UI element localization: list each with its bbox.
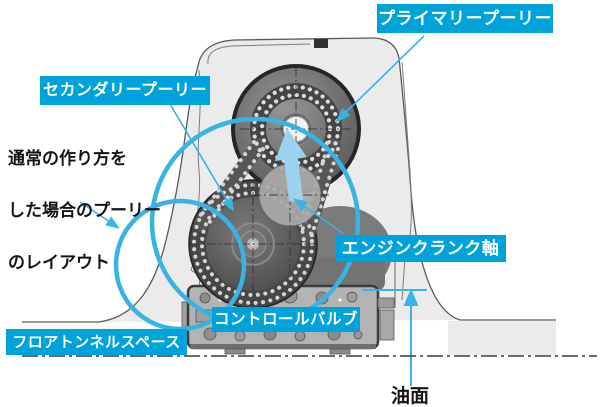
up-arrow-icon (275, 128, 307, 202)
layout-note-line1: 通常の作り方を (8, 149, 127, 168)
label-primary-pulley: プライマリープーリー (377, 4, 553, 33)
oil-level-note: 油面 (391, 386, 430, 407)
oil-level-marker (362, 288, 427, 386)
oil-arrow-icon (403, 288, 419, 306)
leader-lines (79, 35, 425, 235)
layout-note-line3: のレイアウト (8, 253, 110, 272)
layout-note: 通常の作り方を した場合のプーリー のレイアウト (8, 120, 161, 302)
label-secondary-pulley: セカンダリープーリー (40, 76, 210, 105)
layout-note-line2: した場合のプーリー (8, 201, 161, 220)
floor-pan-strip (448, 321, 556, 355)
label-floor-tunnel: フロアトンネルスペース (6, 329, 187, 355)
tunnel-outline (22, 37, 556, 323)
label-control-valve: コントロールバルブ (212, 307, 360, 332)
mount-tab (314, 39, 328, 48)
inner-wall-top (207, 43, 311, 65)
label-engine-crank: エンジンクランク軸 (335, 235, 506, 262)
